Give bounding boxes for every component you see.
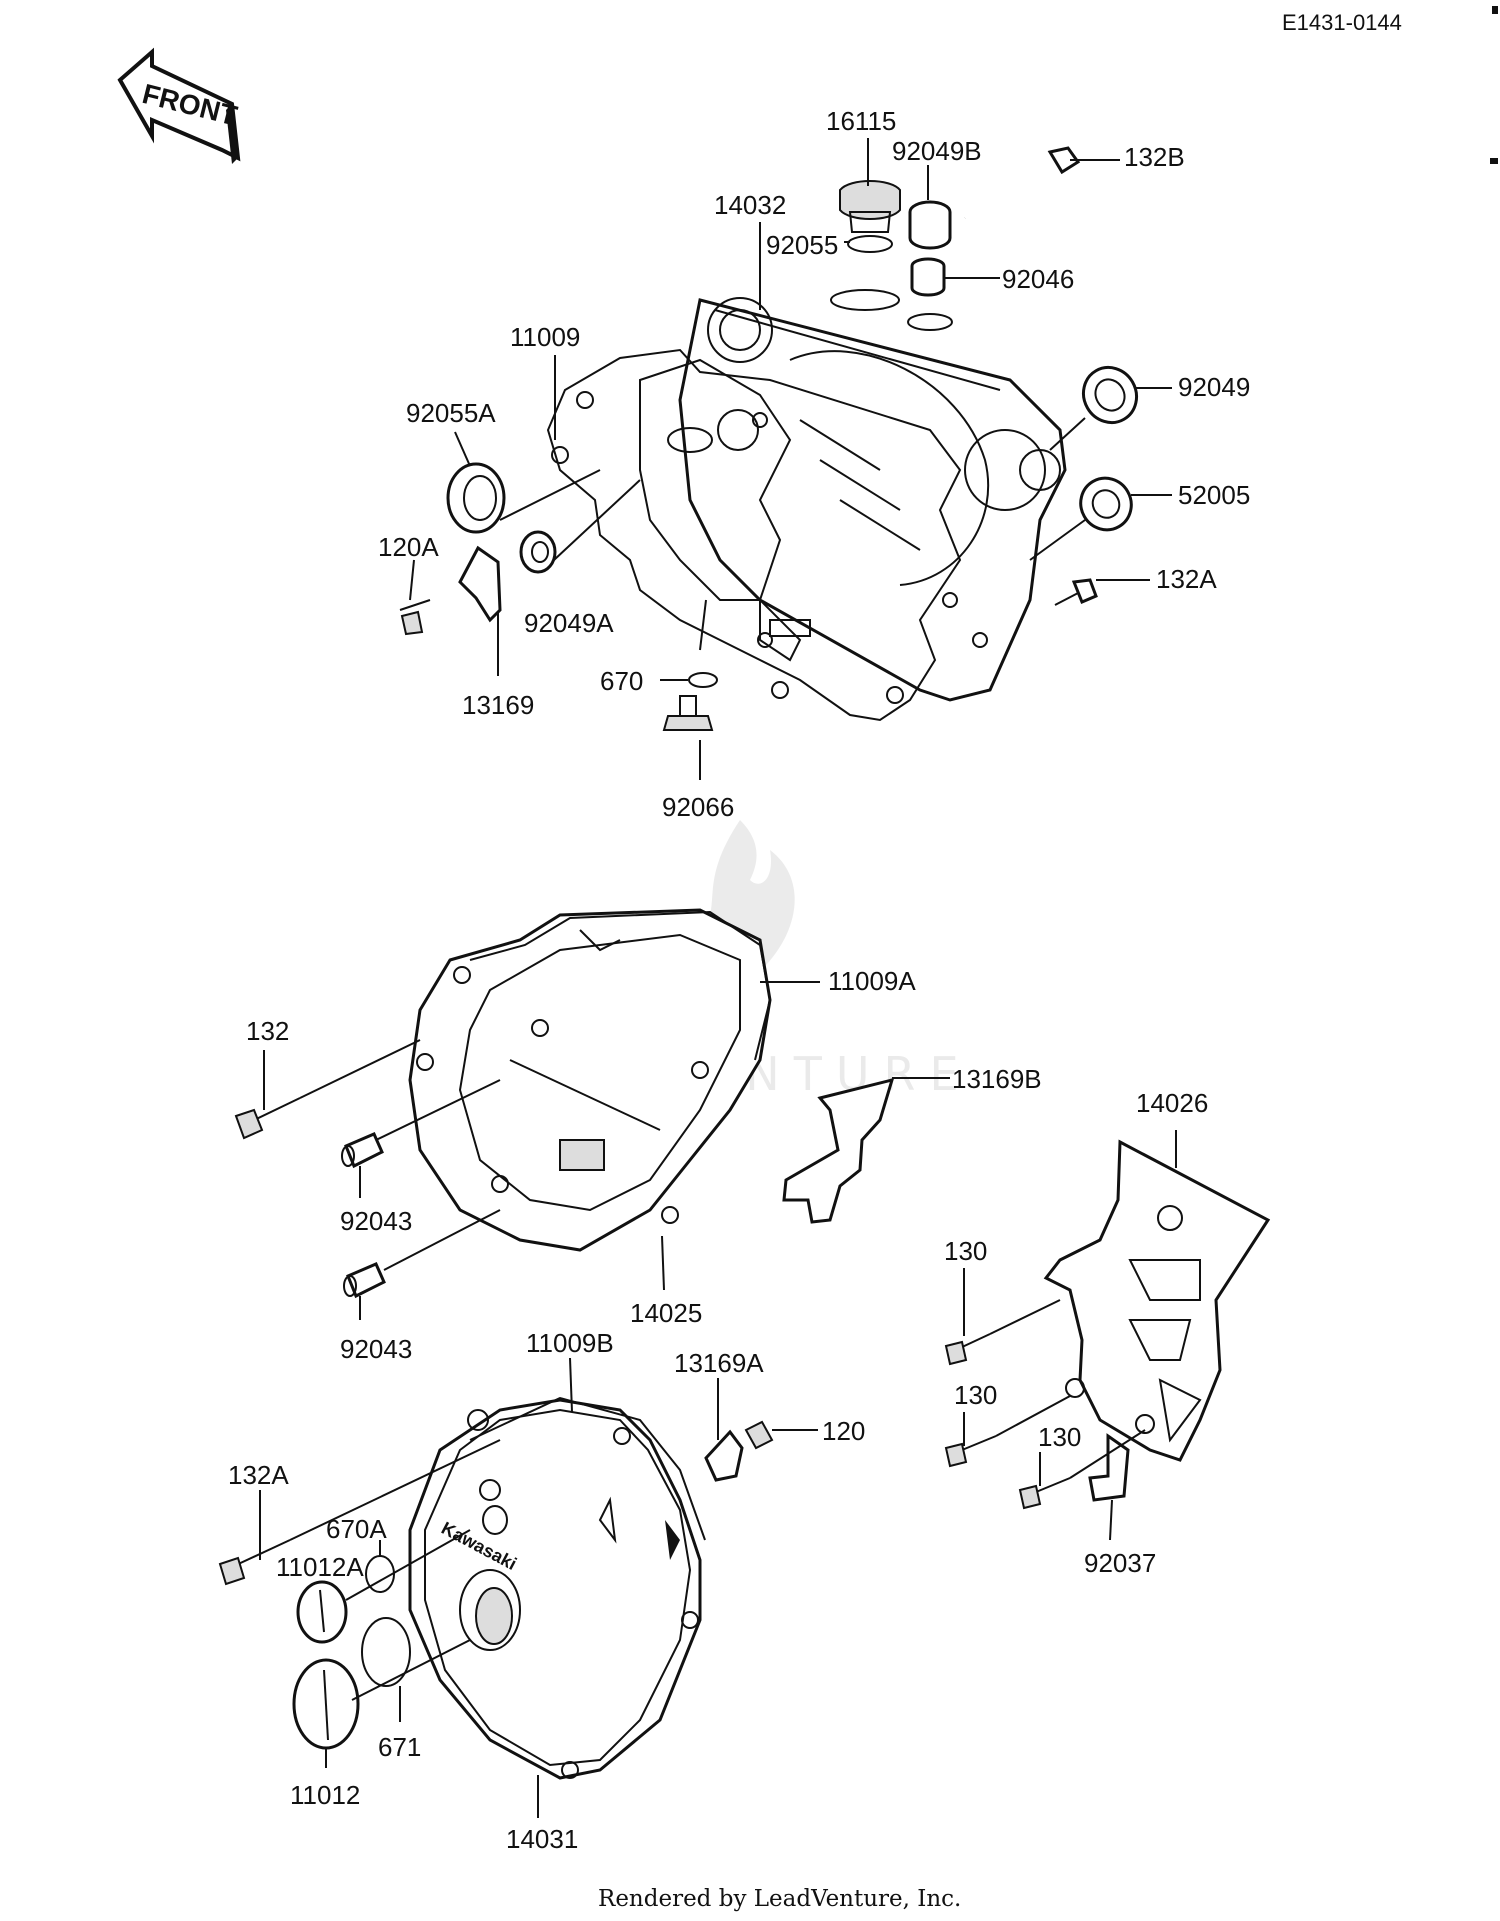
bolt-120: [744, 1420, 774, 1450]
cover-14032: [678, 289, 1067, 702]
label-92055: 92055: [766, 230, 838, 260]
o-ring-671: [361, 1617, 411, 1687]
label-13169A: 13169A: [674, 1348, 764, 1378]
label-11009B: 11009B: [526, 1328, 614, 1358]
label-11012A: 11012A: [276, 1552, 364, 1582]
label-130-c: 130: [1038, 1422, 1081, 1452]
case-inner-housing: [639, 358, 811, 662]
bolt-132A-bottom: [218, 1539, 291, 1586]
oil-seal-52005: [1079, 476, 1133, 532]
bolt-132: [234, 1097, 301, 1140]
oil-seal-92049: [1081, 365, 1139, 425]
chain-guard-13169B: [782, 1077, 895, 1224]
dowel-92043-a: [341, 1132, 384, 1169]
bolt-130-b: [944, 1435, 997, 1468]
label-92043-a: 92043: [340, 1206, 412, 1236]
label-132A-top: 132A: [1156, 564, 1217, 594]
bushing-92049B: [908, 200, 952, 250]
label-92066: 92066: [662, 792, 734, 822]
oil-filler-cap-16115: [839, 180, 901, 233]
label-120A: 120A: [378, 532, 439, 562]
label-92043-b: 92043: [340, 1334, 412, 1364]
bolt-132B: [963, 146, 1081, 221]
gasket-11009A: [469, 910, 772, 1061]
middle-leaders: [263, 981, 1177, 1541]
label-13169B: 13169B: [952, 1064, 1042, 1094]
bolt-130-c: [1018, 1477, 1071, 1510]
front-arrow-icon: FRONT: [117, 47, 241, 164]
flame-icon: [705, 820, 795, 980]
top-leaders: [409, 138, 1172, 780]
label-14032: 14032: [714, 190, 786, 220]
cover-14025: [408, 908, 772, 1252]
edge-mark-top: [1492, 6, 1498, 14]
gasket-11009: [546, 348, 962, 722]
label-132A-bottom: 132A: [228, 1460, 289, 1490]
label-11009A: 11009A: [828, 966, 916, 996]
plate-13169: [458, 545, 502, 623]
label-92055A: 92055A: [406, 398, 496, 428]
label-11012: 11012: [290, 1780, 360, 1810]
label-11009: 11009: [510, 322, 580, 352]
label-132B: 132B: [1124, 142, 1185, 172]
bolt-120A: [399, 599, 431, 636]
label-132: 132: [246, 1016, 289, 1046]
label-92037: 92037: [1084, 1548, 1156, 1578]
label-670: 670: [600, 666, 643, 696]
label-92046: 92046: [1002, 264, 1074, 294]
label-14026: 14026: [1136, 1088, 1208, 1118]
bolt-132A-top: [1054, 578, 1098, 606]
bottom-leaders: [259, 1357, 818, 1818]
washer-670: [688, 672, 718, 688]
plate-13169A: [704, 1429, 744, 1482]
label-13169: 13169: [462, 690, 534, 720]
label-14025: 14025: [630, 1298, 702, 1328]
label-16115: 16115: [826, 106, 896, 136]
o-ring-92055: [847, 235, 893, 253]
label-92049B: 92049B: [892, 136, 982, 166]
plug-11012A: [296, 1580, 348, 1644]
bolt-130-a: [944, 1333, 991, 1366]
plug-11012: [292, 1658, 360, 1750]
clutch-cover-14031: Kawasaki: [408, 1398, 702, 1780]
part-labels: 16115 92049B 132B 14032 92055 92046 1100…: [228, 106, 1250, 1854]
collar-92046: [910, 257, 946, 297]
oil-seal-92055A: [446, 462, 506, 534]
dowel-92043-b: [343, 1262, 386, 1299]
footer-credit: Rendered by LeadVenture, Inc.: [598, 1886, 961, 1912]
label-670A: 670A: [326, 1514, 387, 1544]
washer-92049A: [519, 530, 557, 574]
label-120: 120: [822, 1416, 865, 1446]
label-52005: 52005: [1178, 480, 1250, 510]
label-130-b: 130: [954, 1380, 997, 1410]
gasket-11009B: [469, 1396, 706, 1541]
label-671: 671: [378, 1732, 421, 1762]
label-14031: 14031: [506, 1824, 578, 1854]
label-130-a: 130: [944, 1236, 987, 1266]
edge-mark-mid: [1490, 158, 1498, 164]
drain-plug-92066: [662, 695, 714, 731]
label-92049: 92049: [1178, 372, 1250, 402]
clamp-92037: [1088, 1433, 1130, 1502]
diagram-code: E1431-0144: [1282, 10, 1402, 35]
sprocket-cover-14026: [1043, 1139, 1271, 1462]
label-92049A: 92049A: [524, 608, 614, 638]
